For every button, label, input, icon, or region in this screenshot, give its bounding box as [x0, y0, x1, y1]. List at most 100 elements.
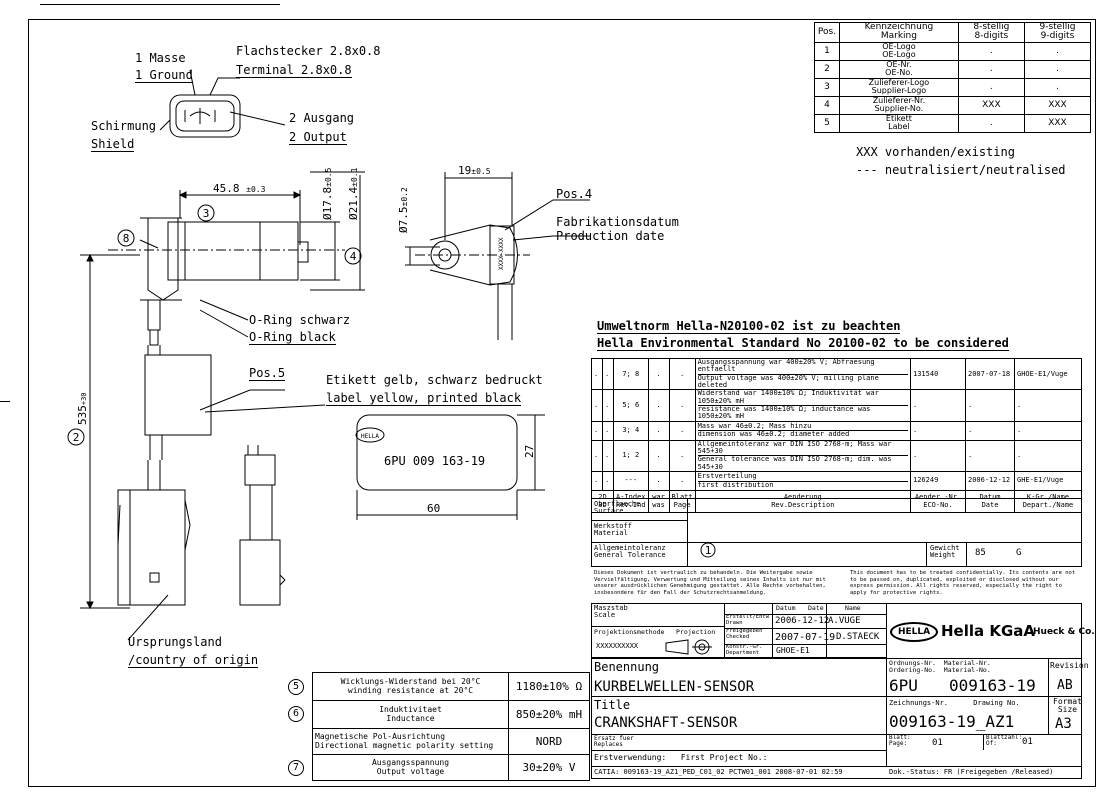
scale-label: Maszstab Scale — [594, 604, 628, 619]
dim-60: 60 — [427, 502, 441, 515]
dim-535: 535+30 — [76, 392, 89, 425]
label-print-text: 6PU 009 163-19 — [384, 454, 486, 468]
spec-num-6: 6 — [288, 706, 304, 722]
company-name: Hella KGaA — [941, 622, 1036, 640]
env-line-1: Umweltnorm Hella-N20100-02 ist zu beacht… — [597, 319, 901, 334]
conf-en: This document has to be treated confiden… — [850, 570, 1076, 596]
sensor-body — [167, 221, 299, 281]
pages-label: Blattzahl: Of: — [986, 734, 1023, 747]
page-label: Blatt: Page: — [889, 734, 911, 747]
date-head: Date — [808, 604, 824, 612]
title-en: CRANKSHAFT-SENSOR — [594, 715, 738, 731]
marking-header: Pos. Kennzeichnung Marking 8-stellig 8-d… — [814, 22, 1092, 43]
revision-row: ..5; 6..Widerstand war 1400±10% Ω; Induk… — [591, 389, 1082, 422]
tolerance-label: Allgemeintoleranz General Tolerance — [594, 544, 666, 559]
fab-label-de: Fabrikationsdatum — [556, 215, 679, 229]
format-value: A3 — [1055, 716, 1072, 732]
company-suffix: Hueck & Co. — [1033, 627, 1095, 637]
pages-value: 01 — [1022, 737, 1033, 747]
masse-label: 1 Masse — [135, 51, 186, 65]
info-block — [591, 498, 1082, 567]
ordering-number: 009163-19 — [949, 676, 1036, 695]
format-label: Format Size — [1053, 697, 1082, 714]
revision-row: ..1; 2..Allgemeintoleranz war DIN ISO 27… — [591, 439, 1082, 473]
marking-h-9: 9-stellig 9-digits — [1023, 22, 1092, 43]
spec-num-7: 7 — [288, 760, 304, 776]
schirmung-label: Schirmung — [91, 119, 157, 133]
origin-label-de: Ursprungsland — [128, 635, 222, 649]
benennung-label: Benennung — [594, 660, 660, 674]
checked-label: Freigegeben Checked — [726, 628, 763, 640]
fab-label-en: Production date — [556, 229, 665, 243]
dept-value: GHOE-E1 — [776, 646, 810, 655]
title-de: KURBELWELLEN-SENSOR — [594, 679, 755, 695]
frame-left-mark — [0, 401, 10, 402]
projection-stamp: XXXXXXXXXX — [596, 642, 639, 650]
title-label: Title — [594, 698, 631, 712]
origin-label-en: /country of origin — [128, 653, 259, 668]
flachstecker-label: Flachstecker 2.8x0.8 — [236, 44, 381, 58]
datum-head: Datum — [776, 604, 796, 612]
revision-header: 2D 3D A-Index Rev.Ind war was Blatt Page… — [591, 490, 1082, 514]
drawing-no-value: 009163-19_AZ1 — [889, 712, 1015, 731]
ordering-prefix: 6PU — [889, 676, 918, 695]
drawn-name: A.VUGE — [828, 616, 861, 626]
projection-label: Projection — [676, 628, 716, 636]
ersatz-label: Ersatz fuer Replaces — [594, 735, 634, 748]
revision-value: AB — [1057, 678, 1073, 693]
output-label: 2 Output — [289, 130, 347, 145]
marking-h-pos: Pos. — [814, 22, 840, 43]
weight-value: 85 — [975, 548, 986, 558]
hella-logo: HELLA — [890, 622, 938, 642]
proj-label: Projektionsmethode — [594, 628, 665, 636]
etikett-label-en: label yellow, printed black — [326, 391, 522, 406]
dim-45: 45.8 ±0.3 — [213, 182, 266, 195]
cable-clip — [144, 354, 212, 436]
pos5-label: Pos.5 — [249, 366, 286, 381]
terminal-label: Terminal 2.8x0.8 — [236, 63, 352, 78]
weight-unit: G — [1016, 548, 1022, 558]
shield-label: Shield — [91, 137, 135, 152]
revision-label: Revision — [1050, 661, 1089, 670]
surface-label: Oberflaeche Surface — [594, 500, 641, 515]
env-line-2: Hella Environmental Standard No 20100-02… — [597, 336, 1009, 351]
circle-4-label: 4 — [350, 250, 357, 263]
label-outline — [356, 414, 518, 491]
conf-de: Dieses Dokument ist vertraulich zu behan… — [594, 570, 826, 596]
ordering-label: Ordnungs-Nr. Material-Nr. Ordering-No. M… — [889, 659, 991, 674]
drawn-label: Erstellt/Entw Drawn — [726, 614, 770, 626]
material-label: Werkstoff Material — [594, 522, 632, 537]
ausgang-label: 2 Ausgang — [289, 111, 355, 125]
marking-h-8: 8-stellig 8-digits — [957, 22, 1025, 43]
checked-name: D.STAECK — [836, 632, 880, 642]
circle-2-label: 2 — [73, 431, 80, 444]
drawing-frame — [28, 19, 1096, 787]
dim-27: 27 — [523, 445, 536, 458]
dim-21: Ø21.4±0.1 — [347, 167, 360, 220]
dim-75: Ø7.5±0.2 — [397, 187, 410, 233]
tol-circle-label: 1 — [705, 544, 712, 557]
ground-label: 1 Ground — [135, 68, 193, 83]
erstverw-label: Erstverwendung: First Project No.: — [594, 753, 768, 762]
revision-table: ..7; 8..Ausgangsspannung war 400±20% V; … — [591, 357, 1082, 514]
frame-top-marks — [40, 0, 280, 5]
marking-legend-2: --- neutralisiert/neutralised — [856, 163, 1066, 177]
drawn-date: 2006-12-12 — [775, 616, 830, 626]
label-logo: HELLA — [361, 433, 379, 440]
weight-label: Gewicht Weight — [930, 544, 960, 559]
doc-status: Dok.-Status: FR (Freigegeben /Released) — [889, 768, 1054, 776]
connector-face — [169, 94, 241, 138]
